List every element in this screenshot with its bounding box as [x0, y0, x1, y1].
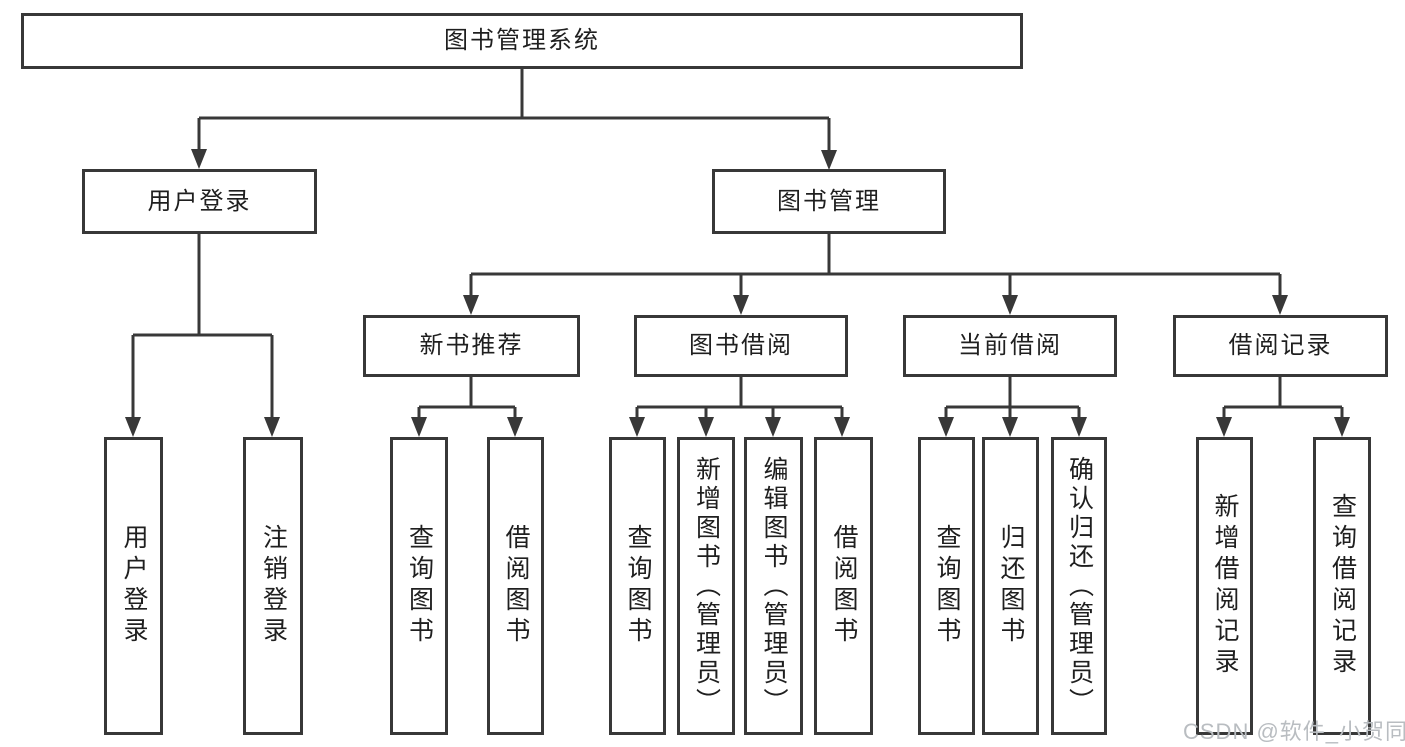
node-label: 查询图书: [624, 524, 652, 648]
node-label: 用户登录: [120, 524, 148, 648]
node-label: 借阅图书: [830, 524, 858, 648]
node-label: 用户登录: [147, 187, 252, 215]
leaf-query-books-current: 查询图书: [918, 437, 975, 735]
leaf-borrow-books-recommend: 借阅图书: [487, 437, 544, 735]
node-user-login: 用户登录: [82, 169, 317, 234]
leaf-query-borrow-record: 查询借阅记录: [1313, 437, 1371, 735]
leaf-user-login: 用户登录: [104, 437, 163, 735]
node-label: 新书推荐: [419, 332, 524, 359]
node-book-borrow: 图书借阅: [634, 315, 848, 377]
node-label: 查询借阅记录: [1328, 493, 1357, 679]
node-label: 新增借阅记录: [1211, 493, 1239, 679]
node-label: 图书借阅: [689, 332, 793, 359]
csdn-watermark: CSDN @软件_小贺同学: [1183, 719, 1405, 744]
leaf-return-books: 归还图书: [982, 437, 1039, 735]
node-label: 借阅图书: [502, 524, 530, 648]
node-label: 借阅记录: [1228, 332, 1333, 359]
node-new-book-recommend: 新书推荐: [363, 315, 580, 377]
node-borrow-records: 借阅记录: [1173, 315, 1388, 377]
node-book-management: 图书管理: [712, 169, 946, 234]
node-label: 归还图书: [997, 524, 1025, 648]
leaf-logout: 注销登录: [243, 437, 303, 735]
leaf-edit-book-admin: 编辑图书（管理员）: [744, 437, 803, 735]
leaf-borrow-books: 借阅图书: [814, 437, 873, 735]
node-label: 新增图书（管理员）: [692, 455, 721, 717]
leaf-query-books-borrow: 查询图书: [609, 437, 666, 735]
node-library-management-system: 图书管理系统: [21, 13, 1023, 69]
node-label: 确认归还（管理员）: [1065, 455, 1094, 717]
node-label: 注销登录: [259, 524, 288, 648]
node-label: 图书管理: [777, 187, 881, 215]
leaf-add-book-admin: 新增图书（管理员）: [677, 437, 735, 735]
node-label: 图书管理系统: [444, 27, 600, 54]
node-label: 当前借阅: [958, 332, 1062, 359]
leaf-add-borrow-record: 新增借阅记录: [1196, 437, 1253, 735]
node-current-borrow: 当前借阅: [903, 315, 1117, 377]
node-label: 查询图书: [933, 524, 961, 648]
leaf-query-books-recommend: 查询图书: [390, 437, 448, 735]
leaf-confirm-return-admin: 确认归还（管理员）: [1051, 437, 1107, 735]
node-label: 查询图书: [405, 524, 434, 648]
node-label: 编辑图书（管理员）: [760, 455, 788, 717]
